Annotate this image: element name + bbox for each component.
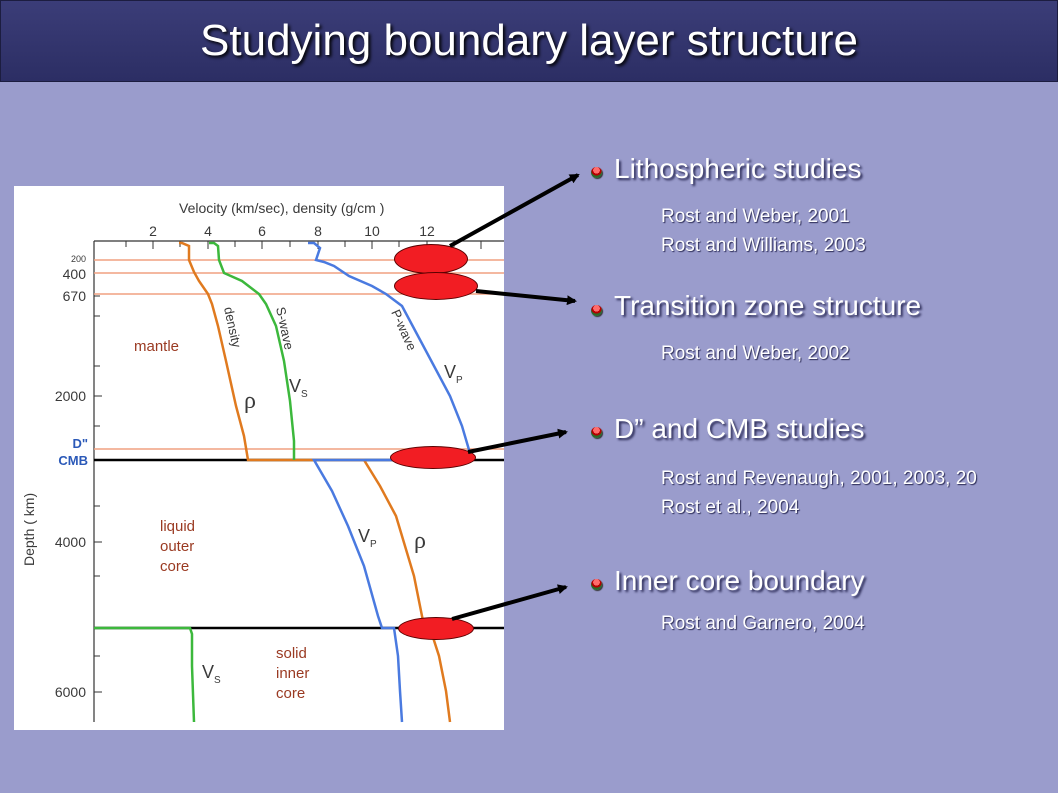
icb-marker: [398, 617, 474, 640]
vs-mantle-subscript: S: [301, 389, 308, 400]
density-curve-label: density: [221, 306, 244, 350]
top-tick-10: 10: [364, 223, 380, 239]
density-curve: [179, 241, 452, 723]
vs-inner-core-symbol: V: [202, 662, 214, 682]
rho-core-symbol: ρ: [414, 528, 426, 554]
top-tick-4: 4: [204, 223, 212, 239]
depth-axis-label: Depth ( km): [21, 493, 37, 566]
p-wave-curve: [308, 241, 474, 723]
transition-zone-ref-1: Rost and Weber, 2002: [661, 343, 850, 364]
title-bar: Studying boundary layer structure: [0, 0, 1058, 82]
bullet-icon: [591, 427, 602, 438]
depth-tick-400: 400: [63, 266, 87, 282]
icb-heading: Inner core boundary: [614, 565, 865, 596]
rho-mantle-symbol: ρ: [244, 388, 256, 414]
outer-core-label-line-1: liquid: [160, 518, 195, 535]
velocity-density-diagram: Velocity (km/sec), density (g/cm ) 2 4 6…: [21, 200, 504, 723]
mantle-label: mantle: [134, 338, 179, 355]
lithospheric-ref-1: Rost and Weber, 2001: [661, 206, 850, 227]
vp-mantle-symbol: V: [444, 362, 456, 382]
vp-core-symbol: V: [358, 526, 370, 546]
depth-tick-200: 200: [71, 254, 86, 264]
depth-tick-6000: 6000: [55, 684, 86, 700]
cmb-ref-2: Rost et al., 2004: [661, 497, 800, 518]
cmb-ref-1: Rost and Revenaugh, 2001, 2003, 20: [661, 468, 977, 489]
d-double-prime-label: D": [72, 436, 88, 451]
s-wave-inner-core-curve: [94, 626, 196, 723]
inner-core-label-line-1: solid: [276, 645, 307, 662]
lithospheric-heading: Lithospheric studies: [614, 153, 862, 184]
vp-core-subscript: P: [370, 539, 377, 550]
transition-zone-marker: [394, 272, 478, 300]
top-axis-label: Velocity (km/sec), density (g/cm ): [179, 200, 384, 216]
depth-tick-4000: 4000: [55, 534, 86, 550]
top-tick-12: 12: [419, 223, 435, 239]
bullet-icon: [591, 579, 602, 590]
s-wave-curve: [209, 241, 296, 460]
cmb-label: CMB: [58, 453, 88, 468]
inner-core-label-line-2: inner: [276, 665, 309, 682]
transition-zone-heading: Transition zone structure: [614, 290, 922, 321]
outer-core-label-line-2: outer: [160, 538, 194, 555]
inner-core-label-line-3: core: [276, 685, 305, 702]
vs-mantle-symbol: V: [289, 376, 301, 396]
cmb-marker: [390, 446, 476, 469]
cmb-heading: D” and CMB studies: [614, 413, 865, 444]
lithospheric-ref-2: Rost and Williams, 2003: [661, 235, 866, 256]
bullet-icon: [591, 167, 602, 178]
bullet-icon: [591, 305, 602, 316]
vp-mantle-subscript: P: [456, 375, 463, 386]
icb-ref-1: Rost and Garnero, 2004: [661, 613, 865, 634]
depth-tick-2000: 2000: [55, 388, 86, 404]
outer-core-label-line-3: core: [160, 558, 189, 575]
top-tick-2: 2: [149, 223, 157, 239]
depth-tick-670: 670: [63, 288, 87, 304]
lithosphere-marker: [394, 244, 468, 274]
top-tick-6: 6: [258, 223, 266, 239]
vs-inner-core-subscript: S: [214, 675, 221, 686]
top-tick-8: 8: [314, 223, 322, 239]
slide-title: Studying boundary layer structure: [200, 16, 858, 65]
